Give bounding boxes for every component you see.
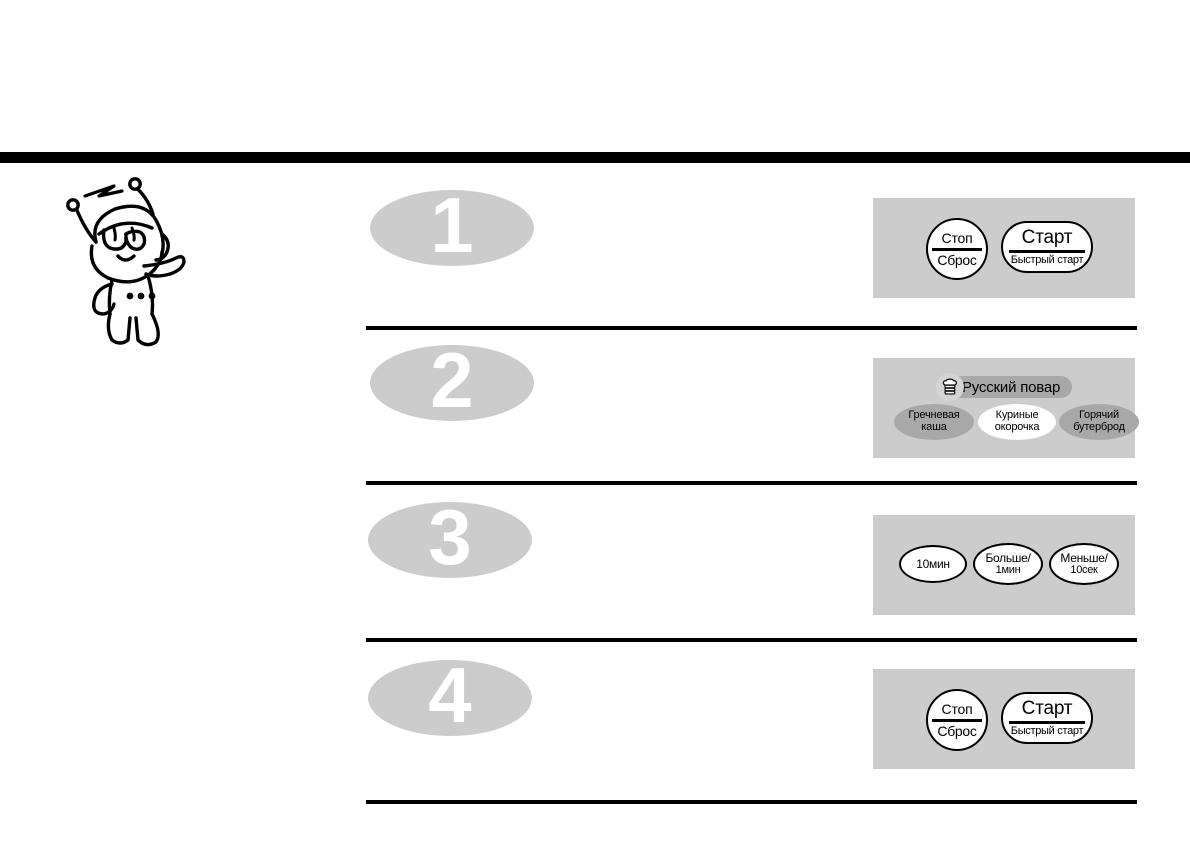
russian-chef-menu-pill[interactable]: Русский повар bbox=[936, 373, 1073, 401]
step-separator-4 bbox=[366, 800, 1137, 804]
control-panel-step-1: Стоп Сброс Старт Быстрый старт bbox=[873, 198, 1135, 298]
step-row-3: 3 10мин Больше/ 1мин Меньше/ 10сек bbox=[0, 502, 1190, 652]
button-divider bbox=[932, 247, 982, 251]
food-label-line2: бутерброд bbox=[1073, 421, 1125, 433]
step-row-4: 4 Стоп Сброс Старт Быстрый старт bbox=[0, 660, 1190, 810]
start-quickstart-button[interactable]: Старт Быстрый старт bbox=[1001, 692, 1093, 744]
step-row-1: 1 Стоп Сброс Старт Быстрый старт bbox=[0, 190, 1190, 340]
stop-reset-button[interactable]: Стоп Сброс bbox=[926, 218, 988, 280]
button-divider bbox=[1009, 249, 1085, 253]
stop-reset-button[interactable]: Стоп Сброс bbox=[926, 689, 988, 751]
start-label: Старт bbox=[1021, 226, 1073, 248]
robot-chef-mascot bbox=[52, 172, 212, 352]
russian-chef-label: Русский повар bbox=[962, 378, 1061, 396]
control-panel-step-2: Русский повар Гречневая каша Куриные око… bbox=[873, 358, 1139, 458]
time-label-line2: 10сек bbox=[1070, 563, 1098, 576]
reset-label: Сброс bbox=[937, 722, 977, 739]
food-label-line1: Гречневая bbox=[908, 409, 960, 422]
time-label-line1: Больше/ bbox=[985, 550, 1031, 565]
food-label-line1: Куриные bbox=[995, 409, 1039, 422]
food-button-chicken-legs[interactable]: Куриные окорочка bbox=[978, 404, 1056, 440]
control-panel-step-3: 10мин Больше/ 1мин Меньше/ 10сек bbox=[873, 515, 1135, 615]
step-number-4: 4 bbox=[368, 660, 533, 736]
time-button-more-1min[interactable]: Больше/ 1мин bbox=[973, 543, 1043, 585]
stop-label: Стоп bbox=[941, 229, 973, 246]
step-separator-1 bbox=[366, 326, 1137, 330]
time-button-10min[interactable]: 10мин bbox=[899, 545, 967, 583]
start-quickstart-button[interactable]: Старт Быстрый старт bbox=[1001, 221, 1093, 273]
step-number-3: 3 bbox=[368, 502, 533, 578]
step-separator-3 bbox=[366, 638, 1137, 642]
start-label: Старт bbox=[1021, 697, 1073, 719]
step-separator-2 bbox=[366, 481, 1137, 485]
control-panel-step-4: Стоп Сброс Старт Быстрый старт bbox=[873, 669, 1135, 769]
time-label-line1: 10мин bbox=[916, 556, 950, 571]
food-label-line2: окорочка bbox=[994, 421, 1040, 433]
step-number-2: 2 bbox=[370, 345, 535, 421]
food-button-buckwheat[interactable]: Гречневая каша bbox=[894, 404, 974, 440]
reset-label: Сброс bbox=[937, 251, 977, 268]
food-label-line1: Горячий bbox=[1079, 409, 1119, 422]
button-divider bbox=[932, 718, 982, 722]
header-rule bbox=[0, 152, 1190, 163]
chef-hat-icon bbox=[936, 373, 964, 401]
time-label-line1: Меньше/ bbox=[1060, 550, 1108, 565]
time-label-line2: 1мин bbox=[995, 563, 1021, 576]
time-button-less-10sec[interactable]: Меньше/ 10сек bbox=[1049, 543, 1119, 585]
step-number-1: 1 bbox=[370, 190, 535, 266]
quickstart-label: Быстрый старт bbox=[1010, 724, 1084, 737]
food-label-line2: каша bbox=[921, 421, 947, 433]
stop-label: Стоп bbox=[941, 700, 973, 717]
step-row-2: 2 bbox=[0, 345, 1190, 495]
food-button-hot-sandwich[interactable]: Горячий бутерброд bbox=[1059, 404, 1139, 440]
quickstart-label: Быстрый старт bbox=[1010, 253, 1084, 266]
button-divider bbox=[1009, 720, 1085, 724]
